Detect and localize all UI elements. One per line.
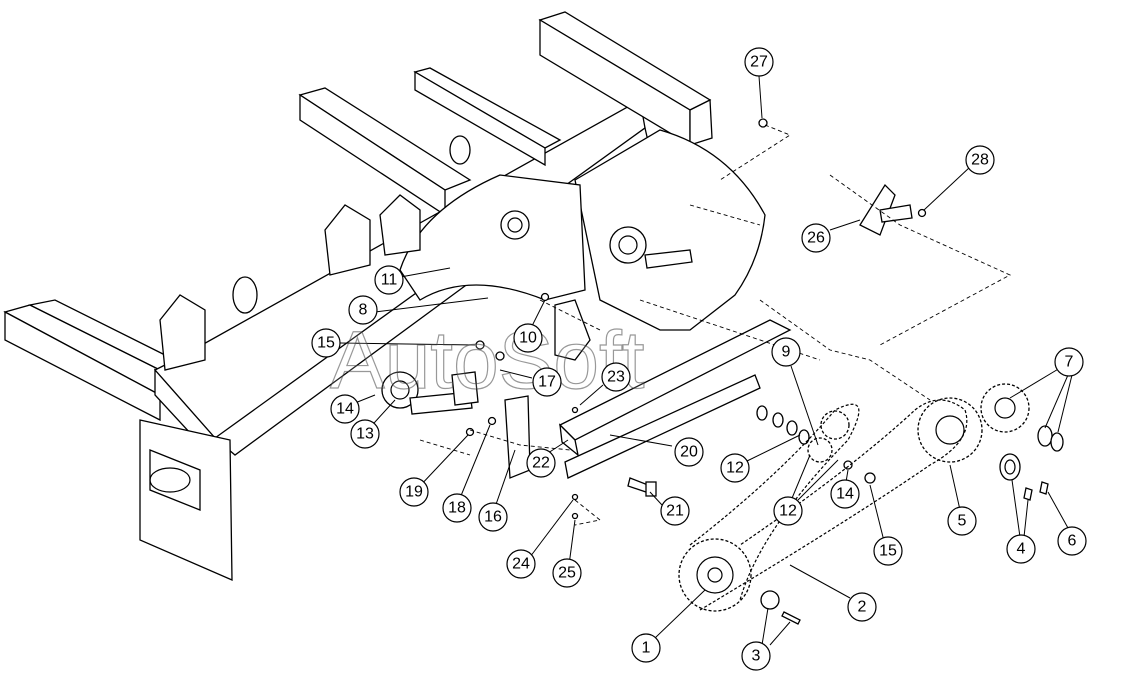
callout-label: 3 <box>752 648 761 665</box>
callout-label: 1 <box>642 640 651 657</box>
callout: 5 <box>947 506 977 536</box>
callout: 12 <box>773 496 803 526</box>
drive-assembly <box>678 383 1030 612</box>
callout-label: 9 <box>782 344 791 361</box>
callout-label: 11 <box>381 272 398 289</box>
callout: 13 <box>350 419 380 449</box>
assembly-lines <box>419 124 1012 526</box>
callout: 3 <box>741 641 771 671</box>
callout-label: 7 <box>1065 354 1074 371</box>
callout: 10 <box>513 323 543 353</box>
callout-label: 12 <box>726 460 744 477</box>
callout-label: 15 <box>879 543 897 560</box>
callouts: 1 2 3 4 5 6 7 8 9 10 11 12 12 12 13 14 1… <box>311 47 1087 671</box>
callout-label: 20 <box>680 444 698 461</box>
callout: 19 <box>399 477 429 507</box>
callout-label: 6 <box>1068 533 1077 550</box>
callout: 23 <box>601 362 631 392</box>
callout: 15 <box>311 328 341 358</box>
callout-label: 13 <box>356 426 374 443</box>
callout-label: 27 <box>750 54 768 71</box>
callout: 26 <box>801 223 831 253</box>
watermark-text: AutoSoft <box>330 315 645 406</box>
callout-label: 21 <box>666 503 684 520</box>
callout-label: 17 <box>538 374 556 391</box>
callout: 1 <box>631 633 661 663</box>
callout: 17 <box>532 367 562 397</box>
callout-label: 2 <box>858 599 867 616</box>
callout: 12 <box>720 453 750 483</box>
callout: 6 <box>1057 526 1087 556</box>
callout-label: 4 <box>1017 541 1026 558</box>
callout: 4 <box>1006 534 1036 564</box>
callout: 22 <box>526 448 556 478</box>
callout-label: 14 <box>336 401 354 418</box>
callout: 18 <box>442 493 472 523</box>
callout: 27 <box>744 47 774 77</box>
callout-label: 16 <box>484 509 502 526</box>
callout: 25 <box>552 558 582 588</box>
callout: 8 <box>348 295 378 325</box>
callout: 14 <box>330 394 360 424</box>
callout-label: 22 <box>532 455 550 472</box>
callout: 16 <box>478 502 508 532</box>
callout: 14 <box>830 479 860 509</box>
callout-label: 19 <box>405 484 423 501</box>
callout: 11 <box>374 265 404 295</box>
callout: 2 <box>847 592 877 622</box>
callout-label: 8 <box>359 302 368 319</box>
callout-label: 26 <box>807 230 825 247</box>
callout-label: 25 <box>558 565 576 582</box>
callout: 28 <box>965 145 995 175</box>
frame-assembly <box>3 11 1064 625</box>
callout-label: 5 <box>958 513 967 530</box>
callout: 9 <box>771 337 801 367</box>
callout-label: 24 <box>512 556 530 573</box>
callout: 21 <box>660 496 690 526</box>
callout-label: 10 <box>519 330 537 347</box>
callout-label: 15 <box>317 335 335 352</box>
callout: 15 <box>873 536 903 566</box>
callout: 24 <box>506 549 536 579</box>
callout-label: 12 <box>779 503 797 520</box>
callout: 20 <box>674 437 704 467</box>
callout-label: 23 <box>607 369 625 386</box>
callout-label: 14 <box>836 486 854 503</box>
callout-label: 18 <box>448 500 466 517</box>
callout-label: 28 <box>971 152 989 169</box>
callout: 7 <box>1054 347 1084 377</box>
